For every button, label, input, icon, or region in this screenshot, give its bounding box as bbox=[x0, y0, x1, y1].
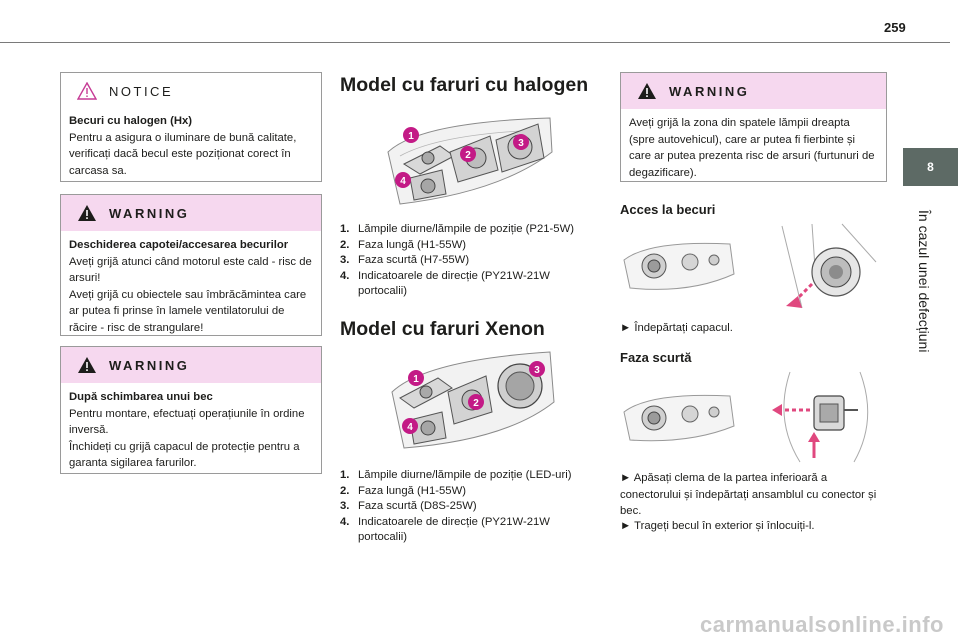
header-divider bbox=[0, 42, 950, 43]
warning-text: Aveți grijă la zona din spatele lămpii d… bbox=[629, 117, 875, 179]
warning-heading: Deschiderea capotei/accesarea becurilor bbox=[69, 239, 289, 251]
list-item: 1.Lămpile diurne/lămpile de poziție (P21… bbox=[340, 223, 574, 235]
warning-header: WARNING bbox=[621, 73, 886, 109]
callout-2: 2 bbox=[460, 146, 476, 162]
headlamp-rear-illustration-2 bbox=[623, 394, 735, 442]
cover-removal-illustration bbox=[781, 223, 877, 309]
warning-icon bbox=[638, 83, 656, 99]
section-title-low-beam: Faza scurtă bbox=[620, 350, 692, 365]
access-step: ► Îndepărtați capacul. bbox=[620, 322, 733, 334]
svg-text:3: 3 bbox=[534, 365, 540, 376]
notice-header: NOTICE bbox=[61, 73, 321, 109]
list-item: 4.Indicatoarele de direcție (PY21W-21W p… bbox=[340, 515, 550, 544]
list-item: 1.Lămpile diurne/lămpile de poziție (LED… bbox=[340, 469, 572, 481]
low-beam-step-1: ► Apăsați clema de la partea inferioară … bbox=[620, 472, 877, 517]
callout-2: 2 bbox=[468, 394, 484, 410]
page-number: 259 bbox=[884, 20, 906, 35]
halogen-headlamp-illustration: 1 2 3 4 bbox=[387, 117, 553, 205]
low-beam-step-2: ► Trageți becul în exterior și înlocuiți… bbox=[620, 520, 815, 532]
list-item: 2.Faza lungă (H1-55W) bbox=[340, 238, 466, 251]
callout-4: 4 bbox=[402, 418, 418, 434]
watermark: carmanualsonline.info bbox=[700, 612, 944, 637]
section-title-xenon: Model cu faruri Xenon bbox=[340, 318, 545, 340]
warning-outline-icon bbox=[77, 82, 97, 100]
svg-text:2: 2 bbox=[465, 150, 471, 161]
callout-1: 1 bbox=[408, 370, 424, 386]
section-title-halogen: Model cu faruri cu halogen bbox=[340, 74, 589, 96]
svg-text:4: 4 bbox=[400, 176, 406, 187]
warning-header: WARNING bbox=[61, 347, 321, 383]
callout-4: 4 bbox=[395, 172, 411, 188]
list-item: 2.Faza lungă (H1-55W) bbox=[340, 484, 466, 497]
warning-label: WARNING bbox=[109, 205, 190, 221]
chapter-tab[interactable]: 8 bbox=[903, 148, 958, 186]
warning-header: WARNING bbox=[61, 195, 321, 231]
list-item: 3.Faza scurtă (H7-55W) bbox=[340, 254, 470, 266]
callout-3: 3 bbox=[513, 134, 529, 150]
svg-text:1: 1 bbox=[408, 131, 414, 142]
list-item: 3.Faza scurtă (D8S-25W) bbox=[340, 500, 477, 512]
notice-box: NOTICE Becuri cu halogen (Hx) Pentru a a… bbox=[60, 72, 322, 182]
callout-1: 1 bbox=[403, 127, 419, 143]
warning-label: WARNING bbox=[109, 357, 190, 373]
chapter-title: În cazul unei defecțiuni bbox=[916, 210, 932, 353]
warning-line: Pentru montare, efectuați operațiunile î… bbox=[69, 407, 305, 437]
warning-icon bbox=[78, 205, 96, 221]
notice-text: Pentru a asigura o iluminare de bună cal… bbox=[69, 131, 297, 177]
svg-text:1: 1 bbox=[413, 374, 419, 385]
list-item: 4.Indicatoarele de direcție (PY21W-21W p… bbox=[340, 269, 550, 298]
warning-line: Aveți grijă atunci când motorul este cal… bbox=[69, 255, 312, 285]
halogen-bulb-list: 1.Lămpile diurne/lămpile de poziție (P21… bbox=[340, 222, 596, 300]
warning-icon bbox=[78, 357, 96, 373]
warning-heading: După schimbarea unui bec bbox=[69, 391, 213, 403]
headlamp-rear-illustration bbox=[623, 242, 735, 290]
warning-label: WARNING bbox=[669, 83, 750, 99]
section-title-access: Acces la becuri bbox=[620, 202, 716, 217]
svg-text:3: 3 bbox=[518, 138, 524, 149]
svg-text:2: 2 bbox=[473, 398, 479, 409]
warning-box-hot-area: WARNING Aveți grijă la zona din spatele … bbox=[620, 72, 887, 182]
warning-box-replace: WARNING După schimbarea unui bec Pentru … bbox=[60, 346, 322, 474]
warning-line: Aveți grijă cu obiectele sau îmbrăcămint… bbox=[69, 288, 307, 334]
connector-removal-illustration bbox=[772, 371, 869, 463]
notice-heading: Becuri cu halogen (Hx) bbox=[69, 115, 193, 127]
notice-label: NOTICE bbox=[109, 83, 174, 99]
warning-line: Închideți cu grijă capacul de protecție … bbox=[69, 440, 300, 470]
svg-text:4: 4 bbox=[407, 422, 413, 433]
warning-box-hood: WARNING Deschiderea capotei/accesarea be… bbox=[60, 194, 322, 336]
callout-3: 3 bbox=[529, 361, 545, 377]
xenon-bulb-list: 1.Lămpile diurne/lămpile de poziție (LED… bbox=[340, 468, 596, 546]
xenon-headlamp-illustration: 1 2 3 4 bbox=[391, 351, 555, 449]
